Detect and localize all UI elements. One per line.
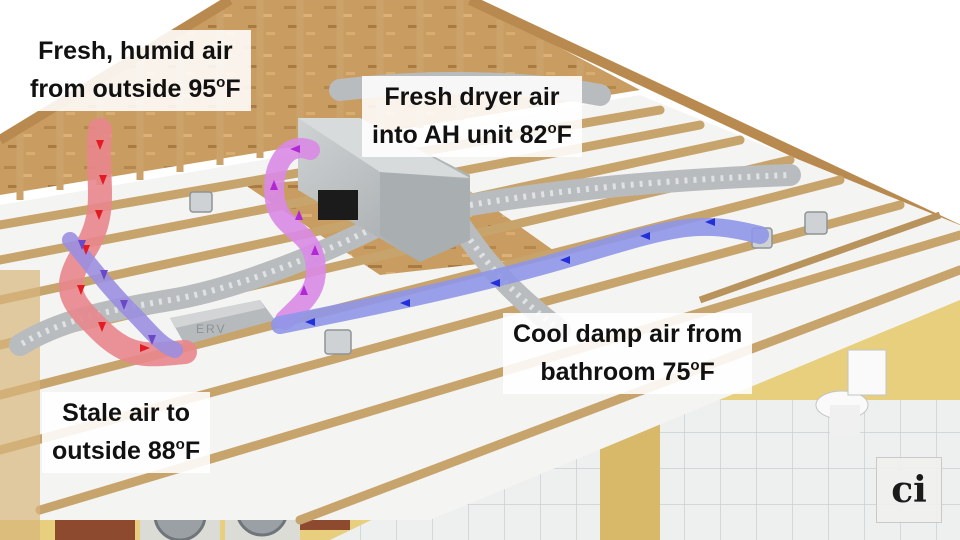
label-cool-damp-air-line1: Cool damp air from — [513, 319, 742, 350]
left-end-framing — [0, 270, 40, 540]
label-stale-air: Stale air to outside 88oF — [42, 392, 210, 473]
degree-mark: o — [690, 357, 699, 374]
label-fresh-dryer-air-line1: Fresh dryer air — [372, 82, 572, 113]
erv-unit-label: ERV — [196, 322, 226, 336]
degree-mark: o — [547, 120, 556, 137]
label-fresh-humid-air: Fresh, humid air from outside 95oF — [20, 30, 251, 111]
label-cool-damp-air-line2: bathroom 75 — [540, 358, 690, 386]
unit-fahrenheit: F — [557, 121, 572, 149]
label-fresh-humid-air-line2: from outside 95 — [30, 75, 216, 103]
degree-mark: o — [216, 74, 225, 91]
unit-fahrenheit: F — [185, 437, 200, 465]
toilet-base — [830, 405, 860, 435]
label-fresh-dryer-air-line2: into AH unit 82 — [372, 121, 547, 149]
label-fresh-dryer-air: Fresh dryer air into AH unit 82oF — [362, 76, 582, 157]
label-cool-damp-air: Cool damp air from bathroom 75oF — [503, 313, 752, 394]
label-stale-air-line2: outside 88 — [52, 437, 176, 465]
ci-logo: ci — [876, 457, 942, 523]
toilet-tank — [848, 350, 886, 395]
unit-fahrenheit: F — [225, 75, 240, 103]
label-fresh-humid-air-line1: Fresh, humid air — [30, 36, 241, 67]
unit-fahrenheit: F — [700, 358, 715, 386]
label-stale-air-line1: Stale air to — [52, 398, 200, 429]
degree-mark: o — [176, 436, 185, 453]
